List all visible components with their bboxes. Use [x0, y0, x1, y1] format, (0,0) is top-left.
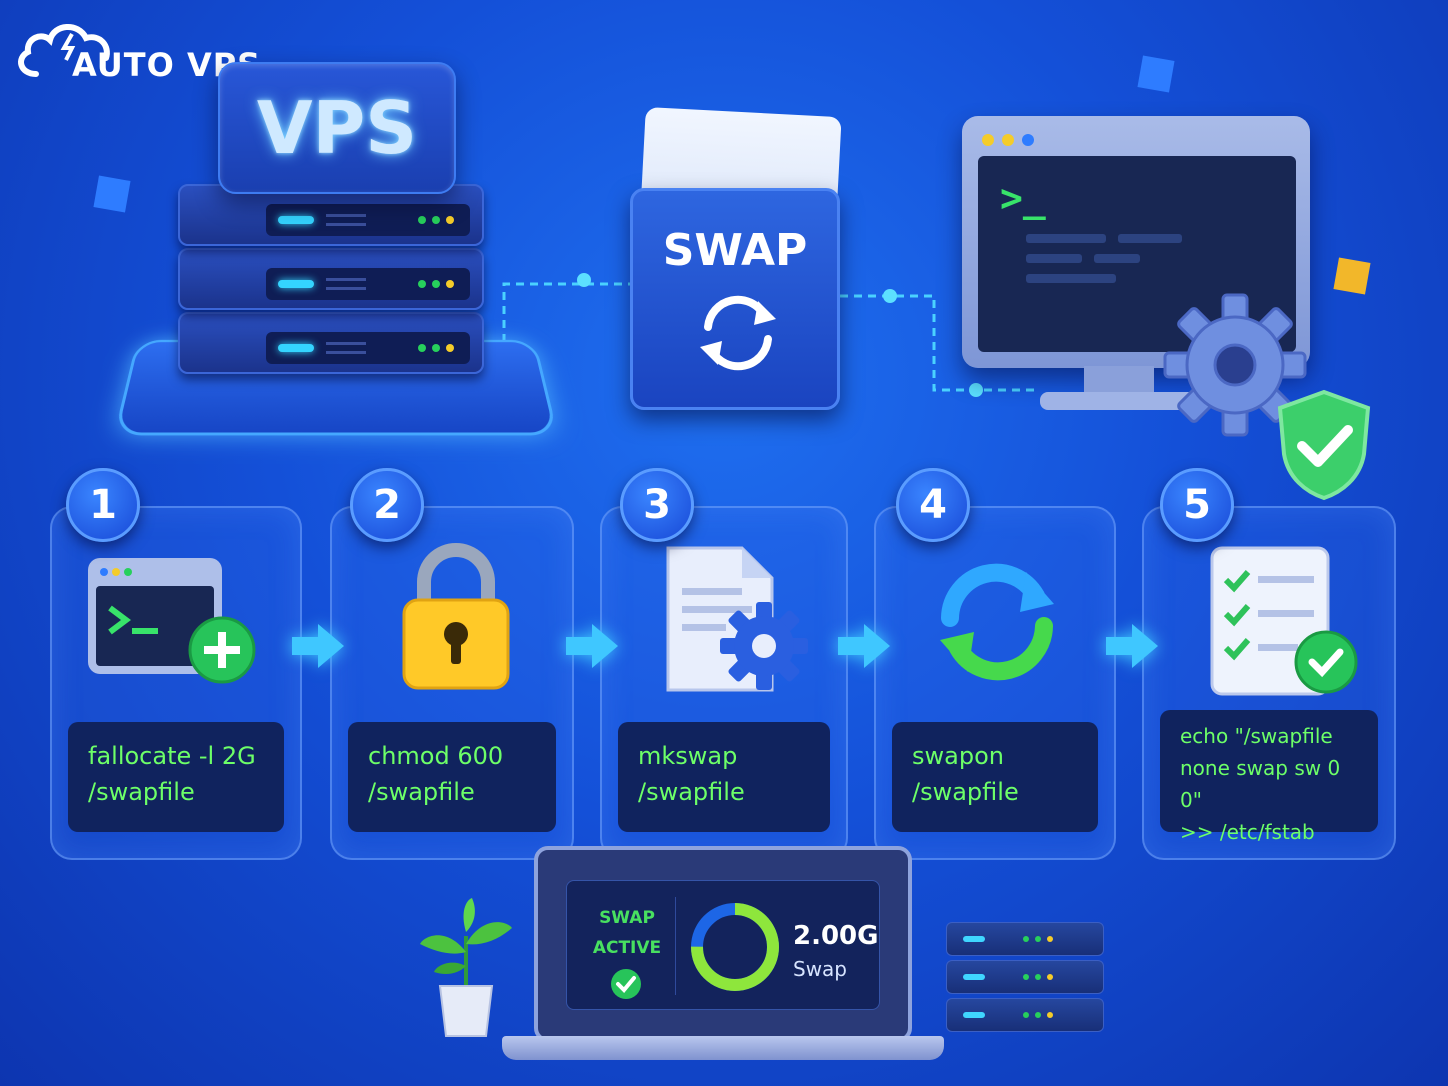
step-command: swapon /swapfile	[892, 722, 1098, 832]
step-command: mkswap /swapfile	[618, 722, 830, 832]
swap-status-text: SWAP ACTIVE	[587, 903, 667, 963]
step-card-2: chmod 600 /swapfile	[330, 506, 574, 860]
mini-server-unit	[946, 922, 1104, 956]
check-circle-icon	[611, 969, 641, 999]
swap-status-panel: SWAP ACTIVE 2.00G Swap	[566, 880, 880, 1010]
swap-usage-ring	[691, 903, 779, 991]
vps-badge: VPS	[218, 62, 456, 194]
monitor-base	[1040, 392, 1200, 410]
arrow-right-icon	[566, 624, 618, 668]
refresh-arrows-icon	[940, 563, 1054, 681]
swap-folder-icon: SWAP	[630, 188, 840, 410]
swap-size: 2.00G	[793, 921, 879, 951]
vps-badge-label: VPS	[256, 86, 418, 170]
server-rack-unit	[178, 248, 484, 310]
step-card-4: swapon /swapfile	[874, 506, 1116, 860]
padlock-icon	[402, 543, 510, 690]
laptop-display: SWAP ACTIVE 2.00G Swap	[534, 846, 912, 1042]
arrow-right-icon	[838, 624, 890, 668]
step-command: chmod 600 /swapfile	[348, 722, 556, 832]
step-card-3: mkswap /swapfile	[600, 506, 848, 860]
swap-usage-ring-fill	[691, 903, 779, 991]
step-number-4: 4	[896, 468, 970, 542]
step-card-1: fallocate -l 2G /swapfile	[50, 506, 302, 860]
step-number-3: 3	[620, 468, 694, 542]
mini-server-unit	[946, 998, 1104, 1032]
terminal-prompt-icon: >_	[1000, 176, 1046, 220]
arrow-right-icon	[1106, 624, 1158, 668]
swap-status-line2: ACTIVE	[592, 938, 662, 958]
file-gear-icon	[666, 546, 808, 692]
step-card-5: echo "/swapfile none swap sw 0 0" >> /et…	[1142, 506, 1396, 860]
mini-server-unit	[946, 960, 1104, 994]
step-number-1: 1	[66, 468, 140, 542]
step-command: echo "/swapfile none swap sw 0 0" >> /et…	[1160, 710, 1378, 844]
step-number-5: 5	[1160, 468, 1234, 542]
step-number-2: 2	[350, 468, 424, 542]
terminal-monitor: >_	[962, 116, 1310, 368]
monitor-stand	[1084, 366, 1154, 396]
arrow-right-icon	[292, 624, 344, 668]
cloud-bolt-icon	[18, 24, 110, 77]
swap-size-label: Swap	[793, 957, 848, 981]
swap-status-line1: SWAP	[599, 908, 655, 928]
shield-check-icon	[1277, 389, 1371, 501]
gear-icon	[1163, 293, 1307, 437]
swap-cycle-icon	[700, 295, 776, 371]
plant-icon	[420, 898, 512, 1037]
swap-label: SWAP	[662, 225, 808, 276]
laptop-base	[502, 1036, 944, 1060]
terminal-add-icon	[88, 558, 256, 684]
checklist-icon	[1210, 546, 1358, 696]
step-command: fallocate -l 2G /swapfile	[68, 722, 284, 832]
server-rack-unit	[178, 312, 484, 374]
